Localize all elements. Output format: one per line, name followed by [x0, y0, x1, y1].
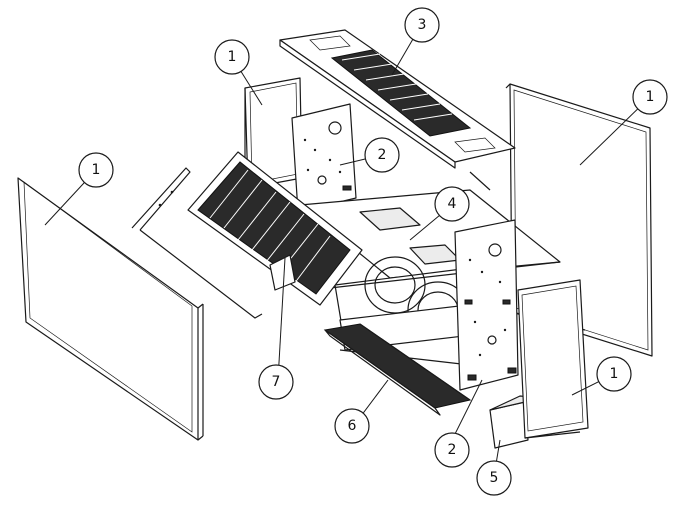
- callout-label: 5: [490, 470, 499, 486]
- callout-6: 6: [334, 408, 370, 444]
- callout-label: 2: [378, 147, 387, 163]
- top-vent-louvers: [330, 49, 472, 137]
- callout-7: 7: [258, 364, 294, 400]
- callout-label: 2: [448, 442, 457, 458]
- top-vent-panel: [279, 29, 516, 191]
- callout-2-lower: 2: [434, 432, 470, 468]
- front-right-side-panel: [517, 279, 589, 439]
- callout-label: 4: [448, 196, 457, 212]
- filter-bracket: [131, 167, 263, 319]
- callout-5: 5: [476, 460, 512, 496]
- callout-1-front-right: 1: [596, 356, 632, 392]
- callout-label: 1: [228, 49, 237, 65]
- callout-1-right: 1: [632, 79, 668, 115]
- callout-4: 4: [434, 186, 470, 222]
- filter-grille: [187, 151, 363, 306]
- callout-1-left: 1: [78, 152, 114, 188]
- upper-bracket-plate: [291, 103, 357, 213]
- front-bracket-plate: [454, 219, 519, 391]
- bottom-grille: [323, 323, 472, 416]
- callout-2-upper: 2: [364, 137, 400, 173]
- callout-label: 1: [92, 162, 101, 178]
- callout-label: 1: [610, 366, 619, 382]
- callout-label: 6: [348, 418, 357, 434]
- callout-label: 1: [646, 89, 655, 105]
- callout-3: 3: [404, 7, 440, 43]
- callout-label: 3: [418, 17, 427, 33]
- callout-1-back: 1: [214, 39, 250, 75]
- left-front-panel: [17, 177, 204, 441]
- callout-label: 7: [272, 374, 281, 390]
